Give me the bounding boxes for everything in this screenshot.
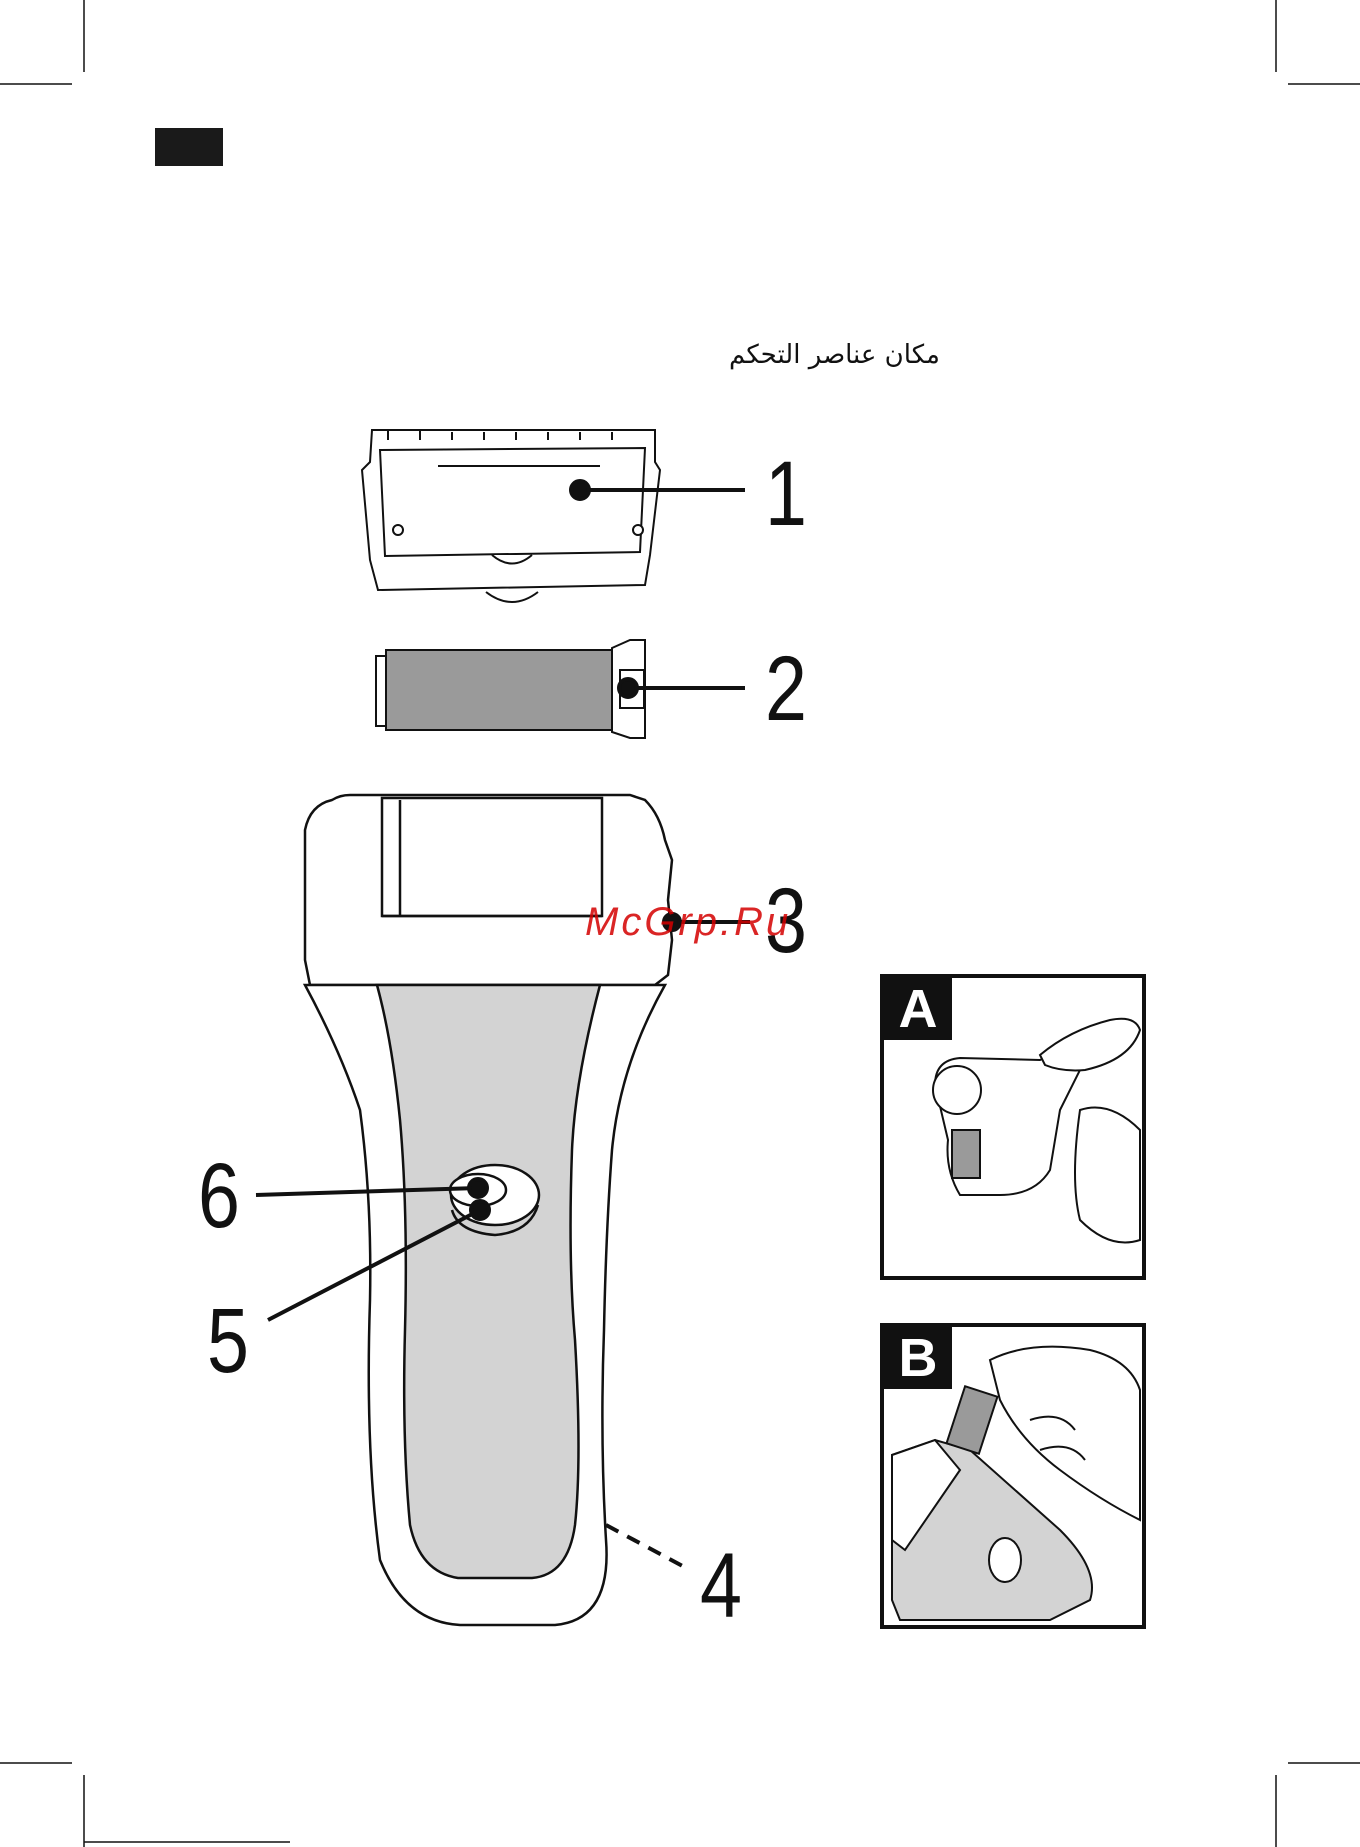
language-tab	[155, 128, 223, 166]
callout-1: 1	[765, 448, 807, 540]
callout-6: 6	[198, 1150, 240, 1242]
protective-cap-drawing	[362, 430, 660, 602]
inset-b-label: B	[884, 1327, 952, 1389]
callout-2: 2	[765, 643, 807, 735]
callout-5: 5	[207, 1295, 249, 1387]
callout-4: 4	[700, 1540, 742, 1632]
inset-a-label: A	[884, 978, 952, 1040]
watermark: McGrp.Ru	[585, 900, 791, 945]
roller-drawing	[376, 640, 645, 738]
page-heading: مكان عناصر التحكم	[560, 340, 940, 370]
